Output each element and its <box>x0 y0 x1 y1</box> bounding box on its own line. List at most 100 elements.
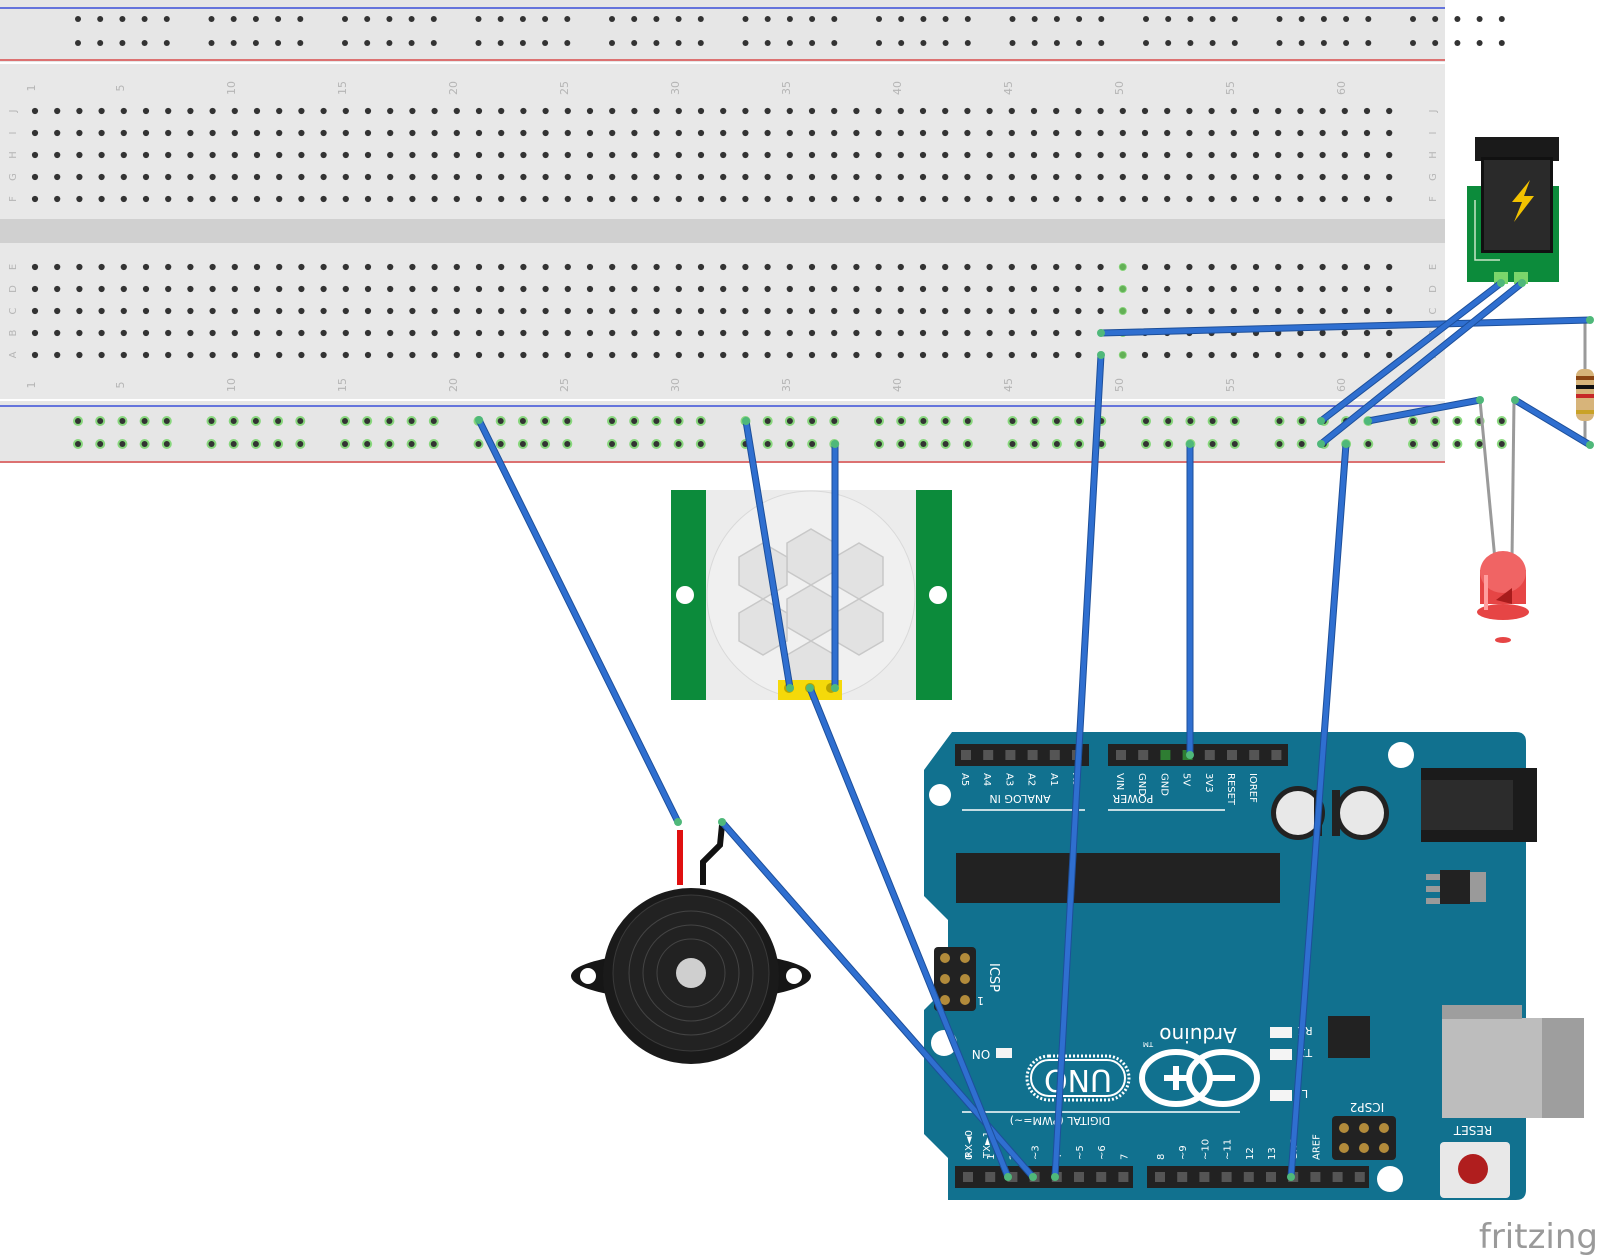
column-number: 35 <box>780 81 793 95</box>
breadboard-hole <box>1252 263 1260 271</box>
rail-hole <box>764 40 771 46</box>
row-letter: J <box>8 110 19 114</box>
column-number: 10 <box>225 378 238 392</box>
uno-logo <box>1025 1054 1131 1102</box>
breadboard-hole <box>298 263 305 271</box>
breadboard-hole <box>1075 285 1082 293</box>
breadboard-hole <box>542 285 549 293</box>
breadboard-hole <box>364 173 372 181</box>
breadboard-hole <box>853 329 860 337</box>
used-hole <box>1118 285 1127 293</box>
breadboard-hole <box>631 151 638 159</box>
column-number: 40 <box>891 81 904 95</box>
wire-end <box>1586 316 1594 324</box>
breadboard-hole <box>609 151 616 159</box>
rail-hole <box>364 441 371 447</box>
breadboard-hole <box>720 351 727 359</box>
breadboard-hole <box>942 195 949 203</box>
breadboard-hole <box>609 329 616 337</box>
breadboard-hole <box>653 129 660 137</box>
breadboard-hole <box>1186 129 1193 137</box>
breadboard-hole <box>1119 151 1126 159</box>
rail-hole <box>1009 418 1016 424</box>
breadboard-hole <box>875 129 882 137</box>
breadboard-hole <box>1341 329 1348 337</box>
breadboard-hole <box>409 307 416 315</box>
rail-hole <box>1031 441 1038 447</box>
breadboard-hole <box>697 107 705 115</box>
rail-hole <box>430 418 437 424</box>
rail-hole <box>230 441 237 447</box>
rail-hole <box>497 441 504 447</box>
breadboard-hole <box>298 307 305 315</box>
breadboard-hole <box>209 173 216 181</box>
breadboard-hole <box>1252 107 1260 115</box>
rail-hole <box>1231 418 1238 424</box>
breadboard-hole <box>1363 329 1371 337</box>
breadboard-hole <box>653 107 660 115</box>
column-number: 50 <box>1113 378 1126 392</box>
breadboard-hole <box>675 195 682 203</box>
wire-end <box>1476 396 1484 404</box>
row-letter: E <box>1428 264 1439 270</box>
rail-hole <box>497 40 504 46</box>
breadboard-hole <box>1186 173 1193 181</box>
column-number: 5 <box>114 85 127 92</box>
rail-hole <box>764 441 771 447</box>
rail-hole <box>141 418 148 424</box>
breadboard-hole <box>564 107 571 115</box>
rail-hole <box>119 441 126 447</box>
breadboard-hole <box>1386 351 1393 359</box>
row-letter: D <box>8 285 19 293</box>
breadboard-hole <box>475 351 483 359</box>
rail-hole <box>1298 441 1305 447</box>
breadboard-hole <box>1008 129 1015 137</box>
breadboard-hole <box>364 107 372 115</box>
rail-hole <box>1365 16 1372 22</box>
breadboard-hole <box>831 195 838 203</box>
breadboard-hole <box>720 195 727 203</box>
power-pin-label: RESET <box>1225 773 1236 806</box>
header-pin <box>1160 750 1171 760</box>
breadboard-hole <box>231 151 238 159</box>
breadboard-hole <box>120 285 127 293</box>
breadboard-hole <box>1008 173 1015 181</box>
breadboard-hole <box>187 263 194 271</box>
breadboard-hole <box>1297 307 1304 315</box>
rail-hole <box>408 418 415 424</box>
digital-pin-label: ~10 <box>1200 1139 1211 1160</box>
breadboard-hole <box>475 151 483 159</box>
wire-end <box>475 416 483 424</box>
breadboard-hole <box>653 285 660 293</box>
breadboard-hole <box>1030 285 1038 293</box>
breadboard-hole <box>631 129 638 137</box>
breadboard-hole <box>1341 307 1348 315</box>
rail-hole <box>609 40 615 46</box>
breadboard-hole <box>1053 195 1060 203</box>
breadboard-hole <box>1030 107 1038 115</box>
breadboard-hole <box>586 107 594 115</box>
breadboard-hole <box>1341 351 1348 359</box>
rail-hole <box>564 40 571 46</box>
breadboard-hole <box>342 173 349 181</box>
breadboard-hole <box>120 195 127 203</box>
rail-hole <box>1053 441 1060 447</box>
power-pin-label: 5V <box>1181 773 1192 786</box>
breadboard-hole <box>786 263 793 271</box>
breadboard-hole <box>697 329 705 337</box>
wire-end <box>1342 440 1350 448</box>
rail-hole <box>519 441 526 447</box>
breadboard-hole <box>808 351 816 359</box>
breadboard-hole <box>1186 307 1193 315</box>
breadboard-hole <box>98 107 105 115</box>
breadboard-hole <box>364 129 372 137</box>
breadboard-hole <box>276 173 283 181</box>
breadboard-hole <box>142 307 150 315</box>
rail-hole <box>1432 441 1439 447</box>
breadboard-hole <box>342 307 349 315</box>
rail-hole <box>1365 40 1372 46</box>
breadboard-hole <box>165 107 172 115</box>
breadboard-hole <box>320 329 327 337</box>
